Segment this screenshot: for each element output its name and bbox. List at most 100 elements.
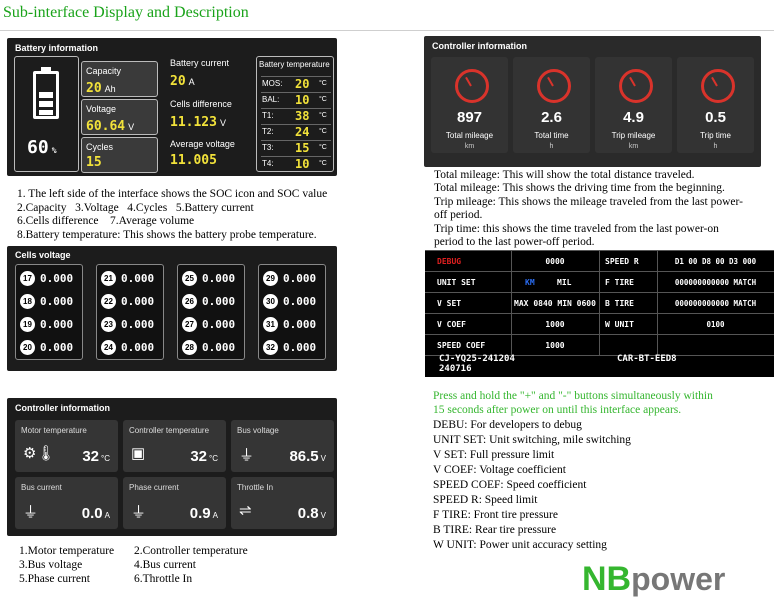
plug-icon: ⏚ <box>239 447 255 464</box>
temperature-unit: °C <box>319 160 327 167</box>
cell-voltage: 0.000 <box>283 317 317 331</box>
firmware-id-1: CJ-YQ25-241204 <box>439 354 515 364</box>
battery-icon <box>33 67 59 119</box>
cell-row: 18 0.000 <box>20 292 73 310</box>
controller-tile-label: Bus voltage <box>237 426 279 435</box>
temperature-row: T3:15°C <box>261 140 331 156</box>
debug-value: 000000000000 MATCH <box>674 299 757 308</box>
average-voltage: Average voltage 11.005 <box>170 139 235 168</box>
value-unit: A <box>212 511 218 520</box>
cell-voltage: 0.000 <box>121 340 155 354</box>
controller-tile: Controller temperature▣32°C <box>123 420 226 472</box>
cell-number: 27 <box>182 316 197 332</box>
temperature-value: 15 <box>295 141 310 155</box>
mileage-unit: km <box>464 143 475 150</box>
debug-desc-line: SPEED R: Speed limit <box>433 494 538 506</box>
debug-key: UNIT SET <box>437 278 476 287</box>
value-unit: °C <box>101 454 110 463</box>
temperature-row: T2:24°C <box>261 124 331 140</box>
mileage-label: Trip time <box>700 131 731 140</box>
cell-voltage: 0.000 <box>121 317 155 331</box>
controller-tile-label: Throttle In <box>237 483 274 492</box>
mileage-unit: h <box>549 143 554 150</box>
gauge-icon <box>701 69 735 103</box>
cell-number: 28 <box>182 339 197 355</box>
mileage-label: Trip mileage <box>611 131 656 140</box>
debug-key: DEBUG <box>437 257 462 266</box>
cell-voltage: 0.000 <box>202 294 236 308</box>
debug-desc-line: W UNIT: Power unit accuracy setting <box>433 539 607 551</box>
debug-value: D1 00 D8 00 D3 000 <box>674 257 757 266</box>
cell-number: 19 <box>20 316 35 332</box>
mileage-unit: h <box>713 143 718 150</box>
mileage-desc-6: period to the last power-off period. <box>434 236 595 248</box>
controller-desc-2a: 3.Bus voltage <box>19 559 83 571</box>
temperature-unit: °C <box>319 128 327 135</box>
temperature-row: T4: 10 °C <box>261 156 331 172</box>
motor-thermometer-icon: ⚙🌡 <box>23 445 56 462</box>
grid-line <box>599 250 600 355</box>
battery-desc-4: 8.Battery temperature: This shows the ba… <box>17 229 317 241</box>
firmware-id-2: 240716 <box>439 364 472 374</box>
debug-desc-line: DEBU: For developers to debug <box>433 419 582 431</box>
unit-mil: MIL <box>557 278 572 287</box>
debug-desc-line: UNIT SET: Unit switching, mile switching <box>433 434 631 446</box>
cell-voltage: 0.000 <box>283 271 317 285</box>
cell-voltage: 0.000 <box>40 340 74 354</box>
value-number: 0.0 <box>81 505 103 522</box>
value-number: 0.9 <box>189 505 211 522</box>
mileage-desc-3: Trip mileage: This shows the mileage tra… <box>434 196 743 208</box>
temperature-value: 20 <box>295 77 310 91</box>
debug-desc-line: F TIRE: Front tire pressure <box>433 509 558 521</box>
debug-instruction-2: 15 seconds after power on until this int… <box>433 404 682 416</box>
cell-voltage: 0.000 <box>202 271 236 285</box>
controller-desc-2b: 4.Bus current <box>134 559 196 571</box>
temperature-row: T1:38°C <box>261 108 331 124</box>
panel-title: Cells voltage <box>15 250 71 260</box>
controller-desc-1a: 1.Motor temperature <box>19 545 115 557</box>
controller-desc-1b: 2.Controller temperature <box>134 545 248 557</box>
battery-desc-3: 6.Cells difference 7.Average volume <box>17 215 195 227</box>
cell-voltage: 0.000 <box>40 294 74 308</box>
cell-number: 18 <box>20 293 35 309</box>
temperature-label: T4: <box>262 159 274 168</box>
temperature-value: 10 <box>295 157 310 171</box>
temperature-value: 38 <box>295 109 310 123</box>
debug-key: B TIRE <box>605 299 634 308</box>
controller-desc-3a: 5.Phase current <box>19 573 90 585</box>
cell-number: 17 <box>20 270 35 286</box>
temperature-value: 10 <box>295 93 310 107</box>
controller-tile: Motor temperature⚙🌡32°C <box>15 420 118 472</box>
controller-desc-3b: 6.Throttle In <box>134 573 193 585</box>
cell-voltage: 0.000 <box>202 317 236 331</box>
mileage-value: 4.9 <box>623 109 644 126</box>
cell-number: 29 <box>263 270 278 286</box>
cell-voltage: 0.000 <box>121 271 155 285</box>
controller-tile-label: Motor temperature <box>21 426 87 435</box>
mileage-value: 0.5 <box>705 109 726 126</box>
mileage-desc-5: Trip time: this shows the time traveled … <box>434 223 719 235</box>
panel-title: Controller information <box>15 403 110 413</box>
value-unit: V <box>320 454 326 463</box>
cell-row: 29 0.000 <box>263 269 316 287</box>
plug-icon: ⏚ <box>131 504 147 521</box>
mileage-label: Total mileage <box>445 131 494 140</box>
cell-number: 24 <box>101 339 116 355</box>
